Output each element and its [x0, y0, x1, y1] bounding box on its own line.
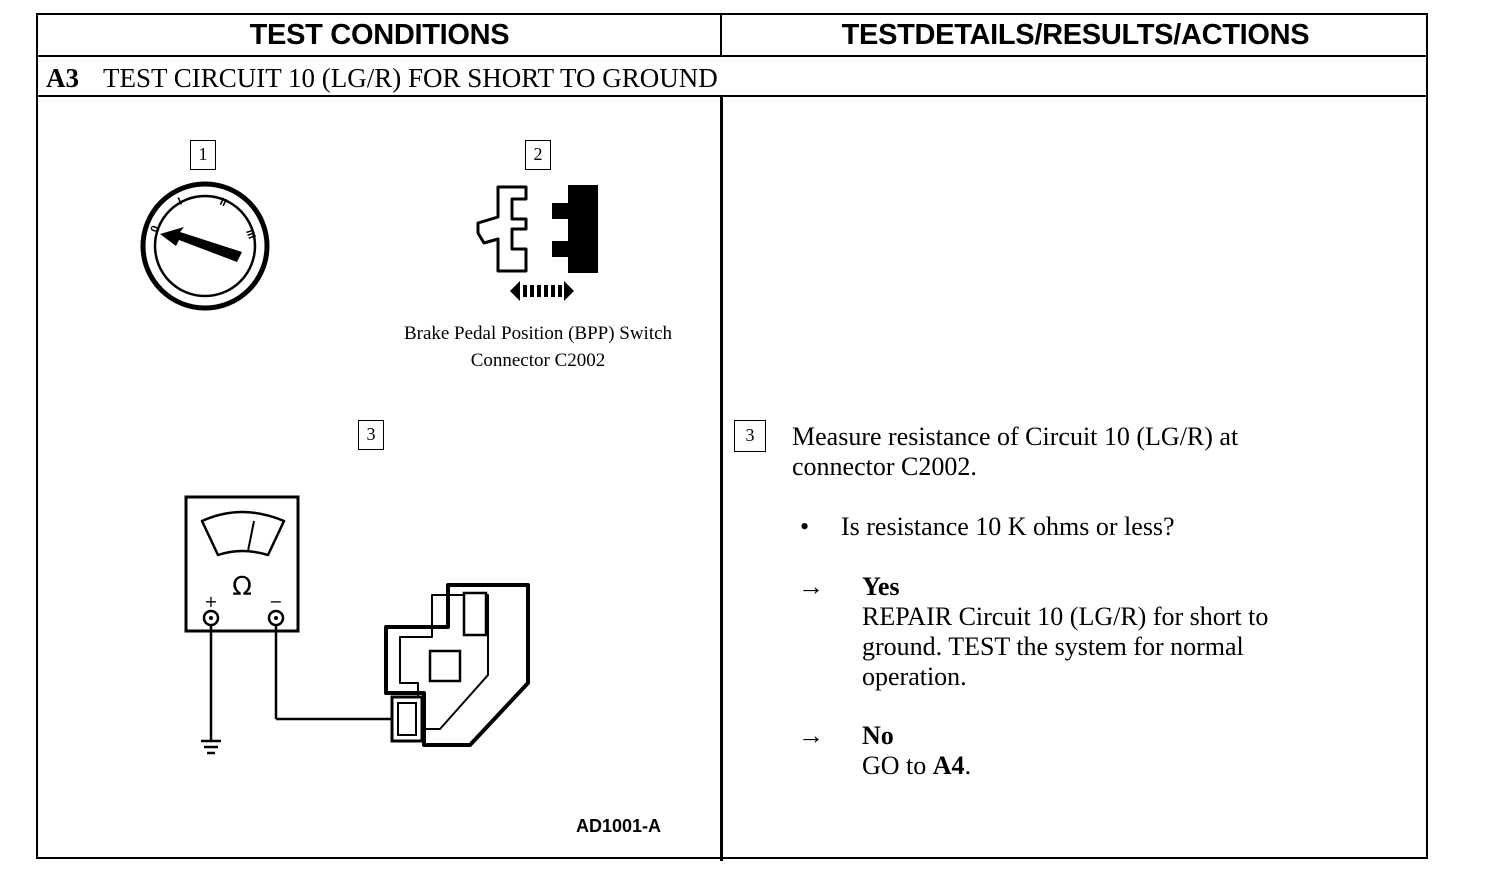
measure-instruction-line-1: Measure resistance of Circuit 10 (LG/R) … [792, 422, 1239, 451]
ignition-mark-start: III [243, 228, 257, 241]
figure-step-box-3: 3 [358, 420, 384, 450]
header-column-divider [720, 15, 722, 56]
header-test-details: TESTDETAILS/RESULTS/ACTIONS [841, 19, 1310, 51]
ignition-mark-acc: I [176, 196, 184, 208]
ignition-mark-off: 0 [149, 224, 162, 234]
ohm-symbol: Ω [232, 572, 252, 602]
yes-action-line-3: operation. [862, 662, 967, 691]
connector-disconnect-icon [476, 185, 598, 301]
no-result: No GO to A4. [862, 721, 1412, 781]
yes-arrow-icon: → [798, 572, 824, 601]
ohmmeter-circuit-diagram: Ω + − [184, 495, 530, 755]
resistance-question: Is resistance 10 K ohms or less? [841, 512, 1175, 541]
minus-terminal-label: − [269, 592, 282, 611]
step-title-text: TEST CIRCUIT 10 (LG/R) FOR SHORT TO GROU… [103, 62, 718, 93]
connector-caption-line-2: Connector C2002 [470, 350, 606, 371]
header-test-conditions: TEST CONDITIONS [249, 19, 510, 51]
no-action: GO to A4. [862, 751, 1412, 781]
measure-instruction: Measure resistance of Circuit 10 (LG/R) … [792, 422, 1412, 482]
measure-instruction-line-2: connector C2002. [792, 452, 977, 481]
ignition-mark-run: II [218, 196, 229, 209]
detail-step-box-3: 3 [734, 420, 766, 452]
no-arrow-icon: → [798, 721, 824, 750]
question-bullet: • [800, 512, 810, 541]
yes-result: Yes REPAIR Circuit 10 (LG/R) for short t… [862, 572, 1412, 692]
connector-caption: Brake Pedal Position (BPP) Switch Connec… [368, 320, 708, 374]
step-id: A3 [46, 62, 79, 93]
step-title-divider [38, 95, 1426, 97]
body-column-divider [720, 96, 723, 861]
no-action-prefix: GO to [862, 751, 933, 780]
connector-caption-line-1: Brake Pedal Position (BPP) Switch [403, 323, 673, 344]
go-to-step-link[interactable]: A4 [932, 751, 965, 780]
figure-step-box-1: 1 [190, 140, 216, 170]
no-label: No [862, 721, 894, 750]
plus-terminal-label: + [204, 592, 217, 611]
no-action-suffix: . [964, 751, 972, 780]
step-title-row: A3 TEST CIRCUIT 10 (LG/R) FOR SHORT TO G… [46, 59, 718, 97]
figure-id: AD1001-A [576, 816, 662, 836]
figure-step-box-2: 2 [525, 140, 551, 170]
yes-action-line-2: ground. TEST the system for normal [862, 632, 1244, 661]
header-divider [38, 55, 1426, 57]
yes-label: Yes [862, 572, 900, 601]
yes-action-line-1: REPAIR Circuit 10 (LG/R) for short to [862, 602, 1269, 631]
test-table: TEST CONDITIONS TESTDETAILS/RESULTS/ACTI… [36, 13, 1428, 861]
ignition-switch-icon: 0 I II III [140, 181, 270, 311]
